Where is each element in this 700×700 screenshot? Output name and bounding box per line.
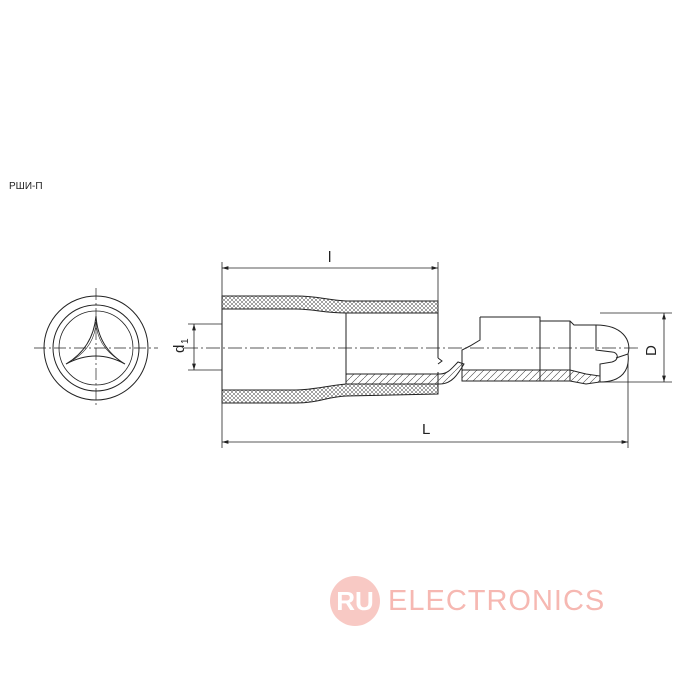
side-view (184, 295, 640, 404)
dim-label-L: L (422, 421, 430, 438)
dim-label-d-sub: 1 (180, 338, 191, 344)
insulation-bottom (221, 383, 439, 404)
dim-label-l: l (328, 249, 331, 266)
logo-text: ELECTRONICS (388, 584, 606, 617)
logo-badge: RU (330, 576, 380, 626)
insulation-top (221, 295, 439, 314)
pin-shaft-hatch (461, 369, 601, 385)
end-view-tri-contact (65, 315, 126, 365)
dim-label-D: D (643, 345, 660, 356)
ru-electronics-logo: RU ELECTRONICS (330, 576, 605, 626)
dim-label-d: d (171, 345, 188, 353)
dimensions (188, 262, 672, 448)
end-view (34, 288, 158, 408)
barrel-wall-hatch (345, 361, 465, 385)
product-code-label: РШИ-П (9, 181, 43, 192)
